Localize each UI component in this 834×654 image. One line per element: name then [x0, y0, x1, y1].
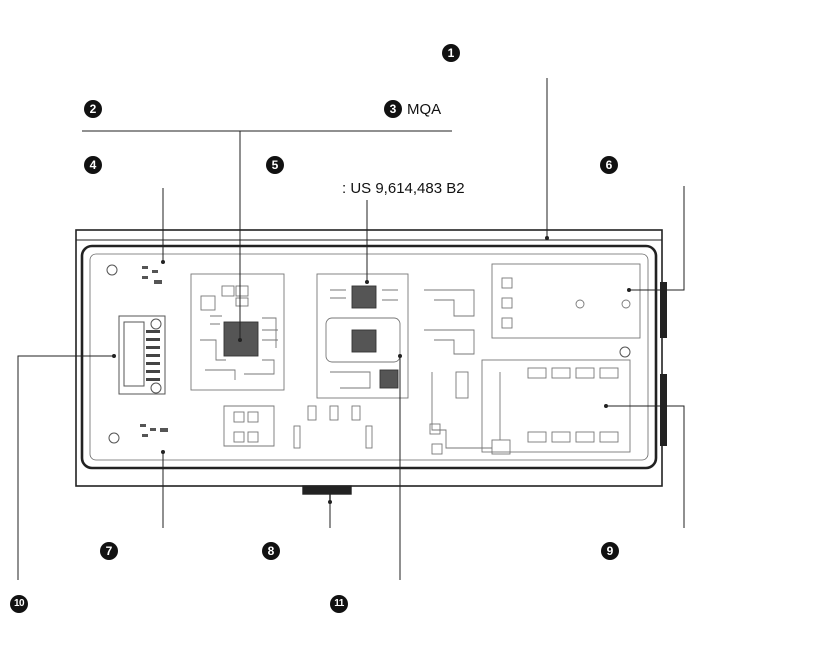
callout-8: 8 [262, 542, 285, 560]
callout-9-number: 9 [601, 542, 619, 560]
callout-2-number: 2 [84, 100, 102, 118]
top-right-module [491, 263, 641, 339]
callout-6-number: 6 [600, 156, 618, 174]
callout-11-number: 11 [330, 595, 348, 613]
callout-3-number: 3 [384, 100, 402, 118]
bottom-usb-port [302, 485, 352, 502]
callout-7: 7 [100, 542, 123, 560]
callout-5-number: 5 [266, 156, 284, 174]
left-connector-block [118, 315, 166, 395]
right-side-ports [660, 282, 667, 446]
amplifier-section [424, 289, 492, 455]
callout-7-number: 7 [100, 542, 118, 560]
callout-1-number: 1 [442, 44, 460, 62]
callout-1: 1 [442, 44, 465, 62]
patent-note: : US 9,614,483 B2 [342, 180, 465, 197]
callout-4: 4 [84, 156, 107, 174]
callout-5: 5 [266, 156, 289, 174]
leader-dots [112, 236, 631, 504]
callout-10: 10 [10, 595, 33, 613]
callout-3: 3 MQA [384, 100, 441, 118]
leader-lines [17, 78, 685, 580]
callout-6: 6 [600, 156, 623, 174]
bottom-module [223, 405, 373, 449]
mounting-holes [106, 264, 631, 444]
device-enclosure [75, 229, 663, 487]
callout-2: 2 [84, 100, 107, 118]
power-board [455, 359, 631, 455]
callout-11: 11 [330, 595, 353, 613]
callout-9: 9 [601, 542, 624, 560]
component-clusters [140, 266, 168, 437]
main-processor-board [190, 273, 285, 391]
callout-4-number: 4 [84, 156, 102, 174]
dac-board [316, 273, 409, 399]
callout-3-label: MQA [407, 100, 442, 118]
callout-10-number: 10 [10, 595, 28, 613]
callout-8-number: 8 [262, 542, 280, 560]
